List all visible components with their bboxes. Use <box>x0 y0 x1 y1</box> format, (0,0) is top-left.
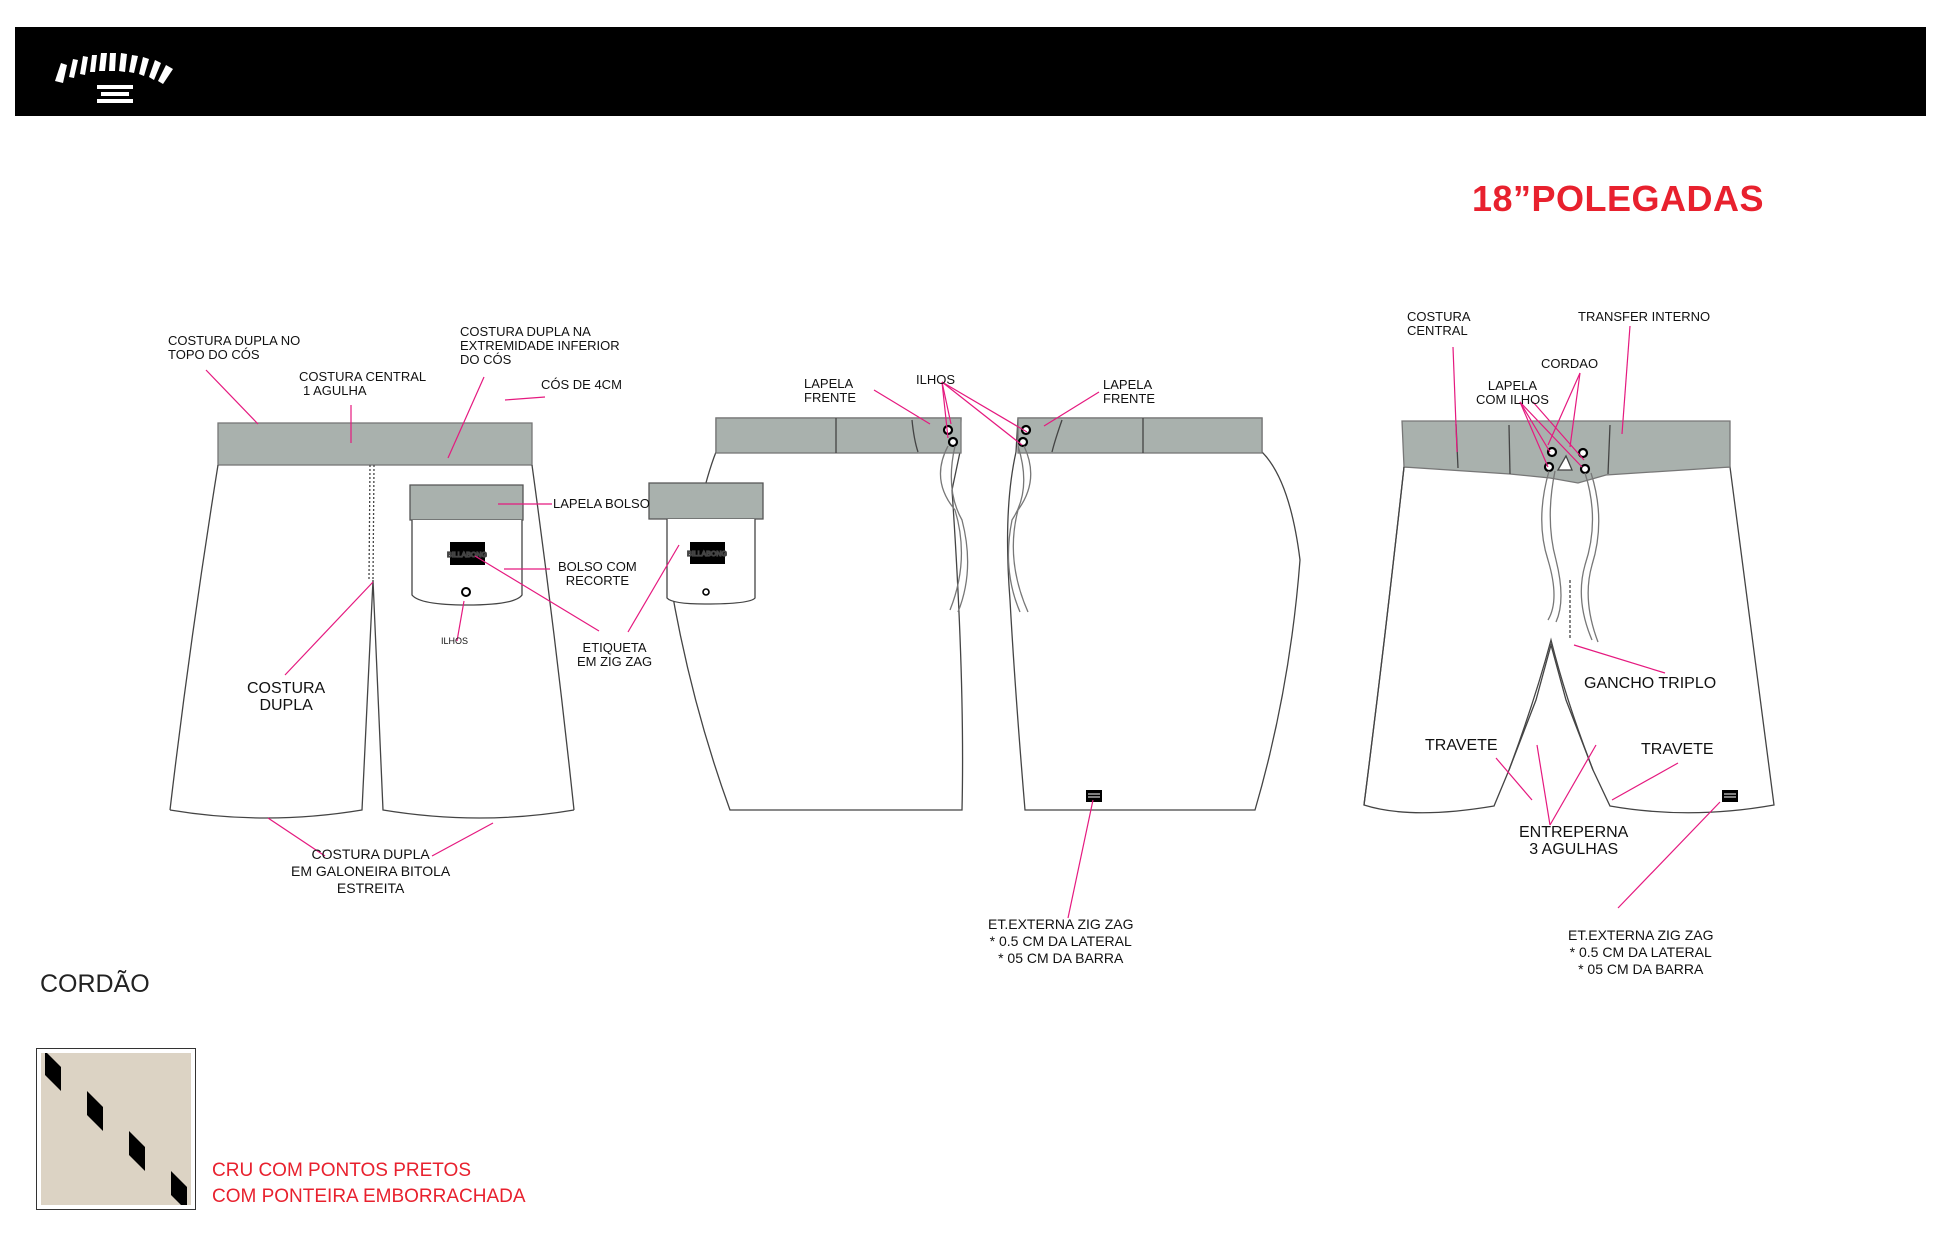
swatch-dot <box>171 1171 187 1205</box>
cordao-title: CORDÃO <box>40 970 150 998</box>
front-view-leaders <box>1452 325 1721 909</box>
label-et-externa-right: ET.EXTERNA ZIG ZAG* 0.5 CM DA LATERAL* 0… <box>1568 927 1714 977</box>
label-et-externa-mid: ET.EXTERNA ZIG ZAG* 0.5 CM DA LATERAL* 0… <box>988 916 1134 966</box>
cordao-note-1: CRU COM PONTOS PRETOS <box>212 1160 471 1181</box>
side-view-right <box>1006 417 1301 811</box>
swatch-dot <box>129 1131 145 1171</box>
back-view-leaders <box>205 369 600 857</box>
label-transfer-interno: TRANSFER INTERNO <box>1578 309 1711 324</box>
side-view-left: BILLABONG <box>648 417 969 811</box>
side-view-leaders <box>627 381 1100 919</box>
label-cos-4cm: CÓS DE 4CM <box>541 377 622 392</box>
label-cordao: CORDAO <box>1541 356 1599 371</box>
svg-text:BILLABONG: BILLABONG <box>447 552 487 559</box>
front-view-shorts <box>1363 420 1775 814</box>
label-travete-right: TRAVETE <box>1641 741 1714 758</box>
cordao-swatch <box>36 1048 196 1210</box>
billabong-logo <box>55 53 173 103</box>
label-ilhos-bolso: ILHOS <box>441 636 469 646</box>
label-gancho-triplo: GANCHO TRIPLO <box>1584 675 1717 692</box>
cordao-note-2: COM PONTEIRA EMBORRACHADA <box>212 1186 526 1207</box>
swatch-dot <box>45 1053 61 1091</box>
label-ilhos-top: ILHOS <box>916 372 956 387</box>
back-view-shorts: BILLABONG <box>169 422 575 821</box>
label-lapela-bolso: LAPELA BOLSO <box>553 496 650 511</box>
size-title: 18”POLEGADAS <box>1472 178 1765 219</box>
svg-text:BILLABONG: BILLABONG <box>687 551 727 558</box>
swatch-fabric <box>41 1053 191 1205</box>
swatch-dot <box>87 1091 103 1131</box>
header-bar <box>15 27 1926 116</box>
label-travete-left: TRAVETE <box>1425 737 1498 754</box>
